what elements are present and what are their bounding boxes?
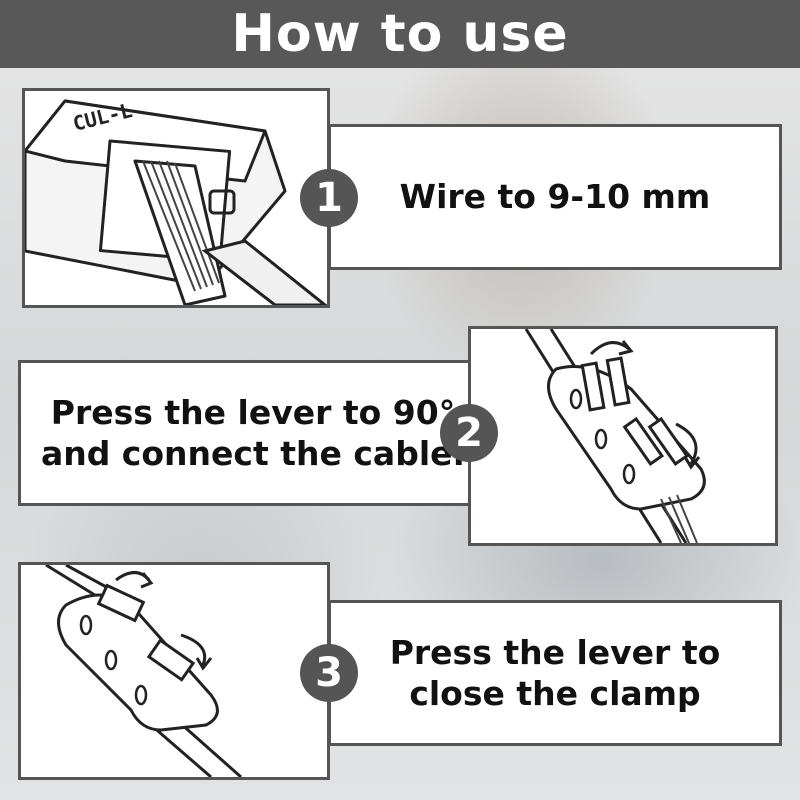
- step-1-badge: 1: [300, 169, 358, 227]
- step-1-illustration: CUL-L: [22, 88, 330, 308]
- step-3-badge: 3: [300, 644, 358, 702]
- page-title: How to use: [231, 4, 569, 64]
- step-2-text: Press the lever to 90° and connect the c…: [40, 392, 466, 473]
- step-3-illustration: [18, 562, 330, 780]
- lever-open-illustration: [524, 329, 706, 543]
- step-3-text: Press the lever to close the clamp: [389, 632, 721, 713]
- step-1-text-box: Wire to 9-10 mm: [328, 124, 782, 270]
- step-3-text-box: Press the lever to close the clamp: [328, 600, 782, 746]
- step-2-text-box: Press the lever to 90° and connect the c…: [18, 360, 488, 506]
- step-2-illustration: [468, 326, 778, 546]
- step-1-text: Wire to 9-10 mm: [399, 177, 711, 217]
- lever-closed-illustration: [45, 565, 242, 777]
- header-bar: How to use: [0, 0, 800, 68]
- wire-stripped-illustration: CUL-L: [25, 98, 327, 305]
- step-2-badge: 2: [440, 404, 498, 462]
